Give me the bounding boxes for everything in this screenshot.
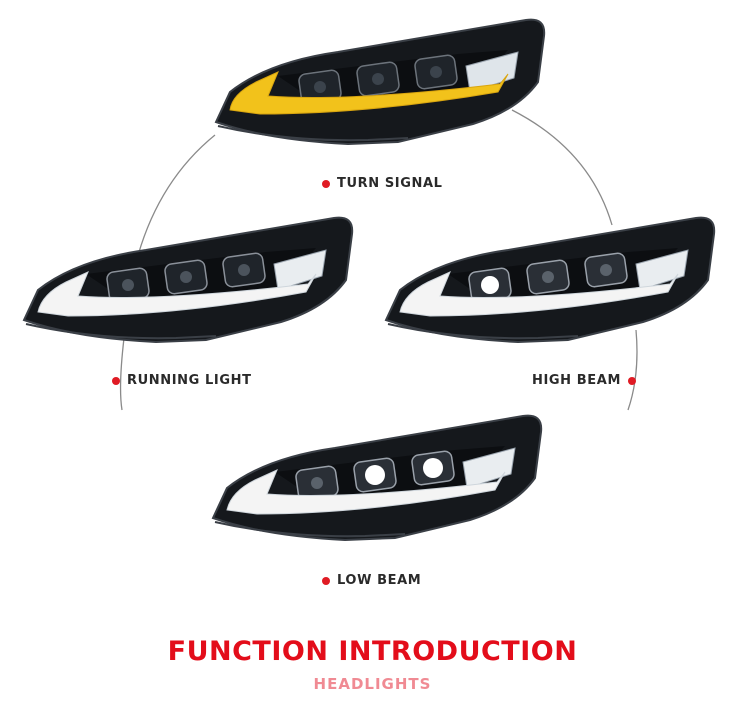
headlight-high-beam xyxy=(378,212,728,352)
mode-label-turn-signal: TURN SIGNAL xyxy=(322,176,443,191)
mode-label-high-beam: HIGH BEAM xyxy=(532,373,636,388)
mode-label-text: RUNNING LIGHT xyxy=(127,373,252,388)
drl-strip xyxy=(229,71,509,115)
red-dot-icon xyxy=(322,576,330,585)
mode-label-text: LOW BEAM xyxy=(337,573,422,588)
red-dot-icon xyxy=(322,179,330,188)
drl-strip xyxy=(37,271,317,317)
headlight-low-beam xyxy=(205,410,555,550)
headlight-running-light xyxy=(16,212,366,352)
mode-label-running-light: RUNNING LIGHT xyxy=(112,373,252,388)
red-dot-icon xyxy=(112,376,120,385)
mode-label-text: HIGH BEAM xyxy=(532,373,621,388)
headlight-turn-signal xyxy=(208,14,558,154)
red-dot-icon xyxy=(627,376,636,385)
mode-label-low-beam: LOW BEAM xyxy=(322,573,421,588)
page-title: FUNCTION INTRODUCTION xyxy=(167,636,578,667)
page-subtitle: HEADLIGHTS xyxy=(313,675,432,693)
drl-strip xyxy=(399,271,679,317)
drl-strip xyxy=(226,469,506,515)
mode-label-text: TURN SIGNAL xyxy=(337,176,443,191)
